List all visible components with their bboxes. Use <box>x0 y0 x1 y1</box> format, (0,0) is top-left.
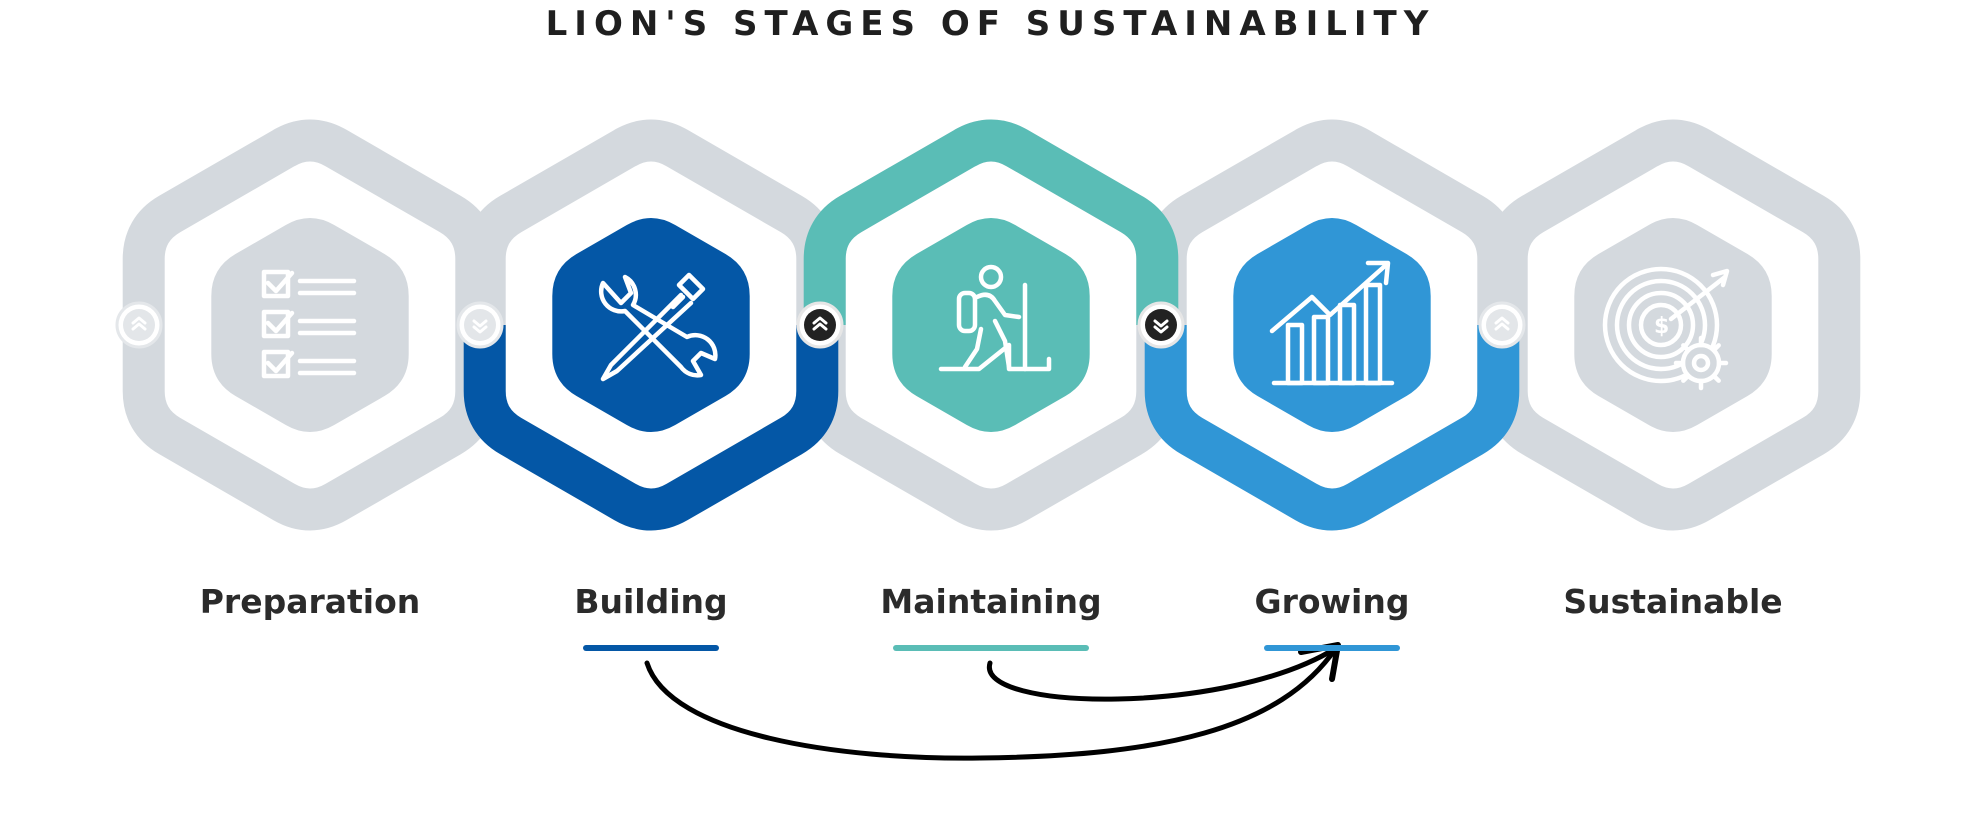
double-chevron-down-icon <box>472 319 488 334</box>
hiker-icon <box>938 264 1052 372</box>
double-chevron-up-icon <box>131 316 147 331</box>
wrench-screwdriver-icon <box>598 272 718 382</box>
stage-label-building: Building <box>574 582 728 621</box>
checklist-icon <box>261 269 357 379</box>
target-dollar-icon: $ <box>1602 266 1730 391</box>
stage-label-sustainable: Sustainable <box>1563 582 1783 621</box>
arrow-building-to-growing <box>644 645 1339 761</box>
connector-nodes <box>115 301 1526 349</box>
connector-node-preparation <box>115 301 163 349</box>
stage-label-growing: Growing <box>1254 582 1410 621</box>
stage-label-maintaining: Maintaining <box>880 582 1102 621</box>
connector-node-growing <box>1137 301 1185 349</box>
connector-node-maintaining <box>796 301 844 349</box>
double-chevron-down-icon <box>1153 319 1169 334</box>
stage-label-preparation: Preparation <box>199 582 421 621</box>
svg-text:$: $ <box>1654 314 1669 339</box>
connector-node-building <box>456 301 504 349</box>
ring-sustainable <box>1485 119 1861 531</box>
growth-chart-icon <box>1269 260 1395 386</box>
diagram-title: LION'S STAGES OF SUSTAINABILITY <box>545 4 1436 44</box>
inner-hexagon-maintaining <box>892 218 1090 432</box>
stage-icons: $ <box>261 260 1730 391</box>
ring-highlight-building <box>463 325 839 531</box>
progress-arrows <box>644 642 1341 761</box>
ring-highlight-growing <box>1144 325 1520 531</box>
ring-preparation <box>122 119 498 531</box>
connector-node-sustainable <box>1478 301 1526 349</box>
inner-hexagon-preparation <box>211 218 409 432</box>
stage-underline-building <box>583 645 719 651</box>
double-chevron-up-icon <box>1494 316 1510 331</box>
ring-highlight-maintaining <box>803 119 1179 325</box>
stage-underline-maintaining <box>893 645 1089 651</box>
double-chevron-up-icon <box>812 316 828 331</box>
stage-underline-growing <box>1264 645 1400 651</box>
arrow-maintaining-to-growing <box>987 645 1339 702</box>
